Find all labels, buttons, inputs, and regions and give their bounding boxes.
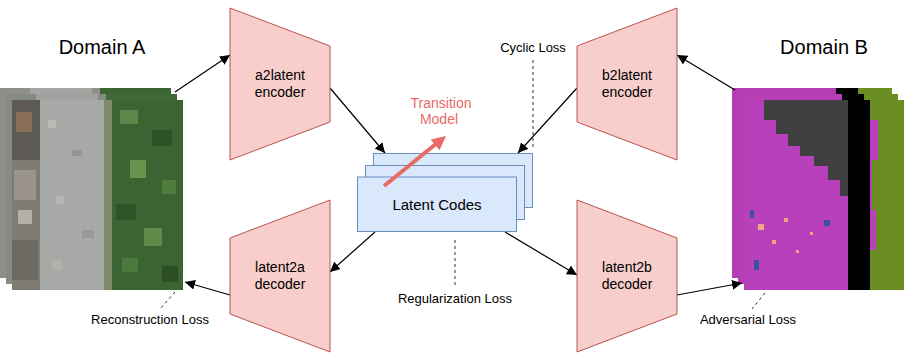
loss-label-text: Adversarial Loss	[698, 312, 798, 327]
arrow-connector	[330, 88, 385, 153]
transition-arrow	[384, 143, 437, 186]
loss-label: Reconstruction Loss	[70, 312, 230, 328]
node-label: latent2a decoder	[244, 259, 316, 293]
decoder-trapezoid: latent2b decoder	[577, 200, 677, 352]
encoder-trapezoid: b2latent encoder	[577, 8, 677, 160]
model-label: Transition Model	[400, 95, 480, 127]
node-label: b2latent encoder	[591, 67, 663, 101]
arrow-connector	[185, 282, 230, 295]
segmentation-image-stack	[732, 88, 904, 290]
loss-label: Regularization Loss	[385, 291, 525, 307]
encoder-trapezoid: a2latent encoder	[230, 8, 330, 160]
domain-image: Domain A	[0, 35, 190, 293]
node-label: Latent Codes	[357, 177, 517, 232]
stack-outline	[357, 153, 533, 232]
domain-heading: Domain B	[744, 35, 904, 59]
transition-arrow-head	[431, 136, 446, 150]
node-label: a2latent encoder	[244, 67, 316, 101]
model-label-text: Transition Model	[409, 95, 472, 127]
arrow-connector	[518, 88, 577, 153]
aerial-image-stack	[0, 88, 183, 290]
loss-label: Cyclic Loss	[483, 40, 583, 56]
decoder-trapezoid: latent2a decoder	[230, 200, 330, 352]
domain-image: Domain B	[722, 35, 911, 293]
latent-code-stack: Latent Codes	[357, 153, 533, 232]
loss-label: Adversarial Loss	[688, 312, 808, 328]
domain-heading: Domain A	[22, 35, 182, 59]
arrow-connector	[175, 55, 230, 92]
arrow-connector	[677, 283, 742, 295]
arrow-connector	[330, 232, 375, 272]
arrow-connector	[505, 232, 577, 275]
loss-label-text: Regularization Loss	[396, 291, 514, 306]
node-label: latent2b decoder	[591, 259, 663, 293]
loss-label-text: Reconstruction Loss	[89, 312, 211, 327]
loss-label-text: Cyclic Loss	[498, 40, 568, 55]
arrow-connector	[677, 55, 735, 90]
